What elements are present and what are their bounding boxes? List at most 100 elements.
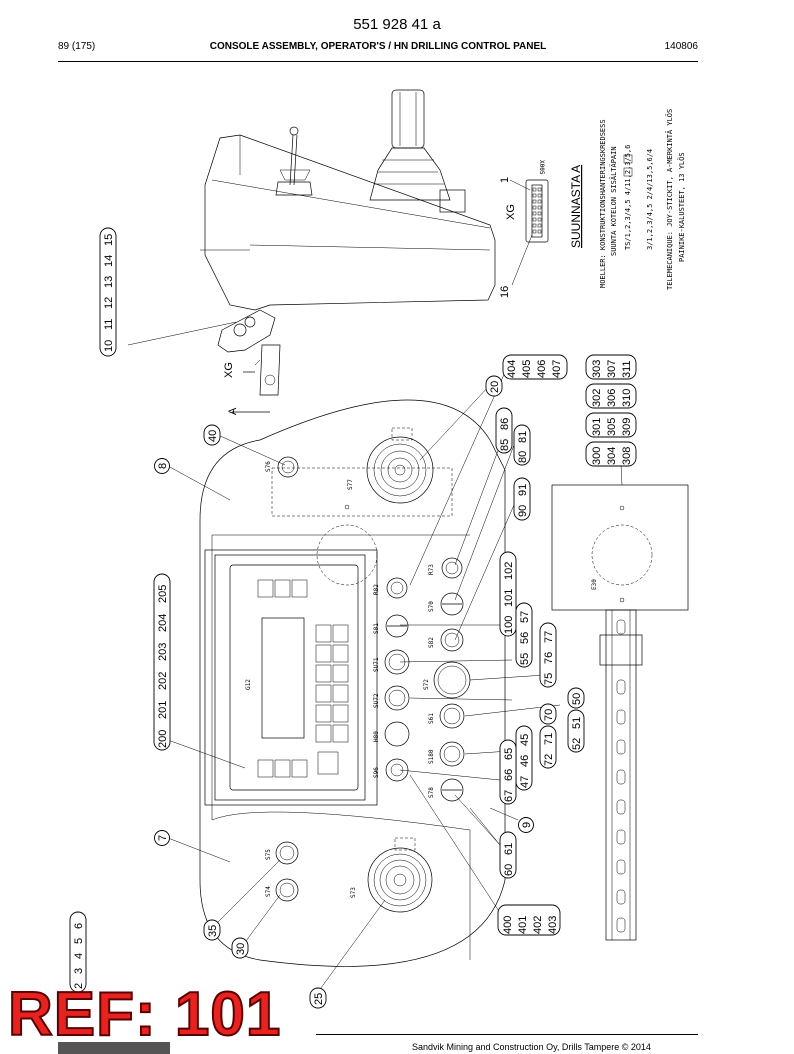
svg-text:15: 15	[103, 234, 115, 246]
svg-text:56: 56	[519, 632, 531, 644]
pin-16-label: 16	[499, 286, 511, 298]
svg-text:405: 405	[521, 360, 533, 378]
callout-30: 30	[231, 937, 249, 959]
r82-label: R82	[373, 584, 380, 595]
view-direction-label: SUUNNASTA A	[569, 165, 583, 248]
svg-text:7: 7	[157, 835, 169, 841]
svg-text:72: 72	[543, 754, 555, 766]
svg-text:70: 70	[543, 709, 555, 721]
xg-label-left: XG	[223, 362, 235, 378]
callout-90-91: 90 91	[513, 477, 531, 521]
page-title: CONSOLE ASSEMBLY, OPERATOR'S / HN DRILLI…	[209, 41, 547, 52]
callout-301-309: 301 305 309	[585, 412, 637, 438]
callout-40: 40	[203, 424, 221, 446]
callout-100-102: 100 101 102	[499, 551, 517, 637]
svg-text:406: 406	[536, 360, 548, 378]
svg-text:301: 301	[591, 418, 603, 436]
svg-text:102: 102	[503, 562, 515, 580]
view-a-label-left: A	[227, 407, 239, 415]
svg-text:55: 55	[519, 653, 531, 665]
svg-text:52: 52	[571, 738, 583, 750]
callout-80-81: 80 81	[513, 424, 531, 466]
svg-text:404: 404	[506, 360, 518, 378]
callout-8: 8	[154, 458, 170, 474]
svg-text:200: 200	[157, 730, 169, 748]
pin-1-label: 1	[499, 177, 511, 183]
s82-label: S82	[428, 637, 435, 648]
callout-67-65: 67 66 65	[499, 739, 517, 805]
svg-text:51: 51	[571, 717, 583, 729]
s76-label: S76	[265, 461, 272, 472]
note-line-7: PAINIKE-KALUSTEET, 13 YLÖS	[677, 152, 686, 262]
r73-label: R73	[428, 564, 435, 575]
callouts: 10 11 12 13 14 15 8 40 20 404 405 406 40…	[69, 227, 637, 1009]
callout-47-45: 47 46 45	[515, 725, 533, 791]
callout-60-61: 60 61	[499, 831, 517, 879]
callout-10-15: 10 11 12 13 14 15	[99, 227, 117, 357]
document-date: 140806	[664, 41, 698, 52]
s74-label: S74	[265, 886, 272, 897]
callout-35: 35	[203, 919, 221, 941]
svg-text:71: 71	[543, 733, 555, 745]
s96-label: S96	[373, 767, 380, 778]
svg-text:76: 76	[543, 652, 555, 664]
svg-text:305: 305	[606, 418, 618, 436]
s75-label: S75	[265, 849, 272, 860]
svg-text:30: 30	[235, 943, 247, 955]
notes-block: MOELLER: KONSTRUKTIONSHANTERINGSKREDSESS…	[599, 109, 686, 290]
lamp-e30-and-rail: E30	[551, 484, 689, 941]
svg-text:304: 304	[606, 447, 618, 465]
svg-text:300: 300	[591, 447, 603, 465]
callout-75-77: 75 76 77	[539, 622, 557, 688]
s78-label: S78	[428, 787, 435, 798]
svg-text:402: 402	[532, 916, 544, 934]
header-row: 89 (175) CONSOLE ASSEMBLY, OPERATOR'S / …	[58, 41, 698, 55]
note-line-2: SUUNTA KOTELON SISÄLTÄPAIN	[609, 146, 618, 256]
s180-label: S180	[428, 749, 435, 764]
callout-55-57: 55 56 57	[515, 602, 533, 668]
svg-text:57: 57	[519, 611, 531, 623]
drilling-control-panel: G12 S77 S76 R82 R73 S81 S70	[199, 399, 506, 967]
connector-detail-view: 1 16 XG X005 SUUNNASTA A	[499, 160, 583, 298]
callout-20: 20	[485, 375, 503, 397]
su71-label: SU71	[373, 657, 380, 672]
joystick-console-side-view: XG A	[200, 89, 496, 415]
leader-lines	[127, 321, 623, 993]
svg-text:308: 308	[621, 447, 633, 465]
callout-200-205: 200 201 202 203 204 205	[153, 573, 171, 751]
svg-text:61: 61	[503, 843, 515, 855]
e30-label: E30	[591, 579, 598, 590]
h80-label: H80	[373, 731, 380, 742]
svg-text:302: 302	[591, 389, 603, 407]
s77-label: S77	[347, 479, 354, 490]
footer-rule	[316, 1034, 698, 1035]
svg-text:6: 6	[73, 923, 85, 929]
svg-text:8: 8	[157, 463, 169, 469]
svg-text:86: 86	[499, 418, 511, 430]
s72-label: S72	[423, 679, 430, 690]
svg-text:403: 403	[547, 916, 559, 934]
note-line-5: 3/1,2,3/4,5 2/4/13,5,6/4	[646, 149, 654, 250]
svg-text:309: 309	[621, 418, 633, 436]
svg-text:9: 9	[521, 822, 533, 828]
svg-text:75: 75	[543, 673, 555, 685]
svg-text:306: 306	[606, 389, 618, 407]
s70-label: S70	[428, 601, 435, 612]
ref-stamp: REF: 101	[7, 980, 282, 1049]
connector-code: X005	[538, 160, 545, 175]
svg-text:407: 407	[551, 360, 563, 378]
g12-label: G12	[245, 679, 252, 690]
svg-text:205: 205	[157, 585, 169, 603]
svg-text:10: 10	[103, 340, 115, 352]
su72-label: SU72	[373, 693, 380, 708]
page-number: 89 (175)	[58, 41, 96, 52]
svg-text:401: 401	[517, 916, 529, 934]
note-line-6: TELEMECANIQUE: JOY-STICKIT, A-MERKINTÄ Y…	[665, 109, 674, 290]
document-code: 551 928 41 a	[353, 16, 441, 33]
svg-text:35: 35	[207, 925, 219, 937]
svg-text:60: 60	[503, 864, 515, 876]
svg-text:85: 85	[499, 439, 511, 451]
callout-300-308: 300 304 308	[585, 441, 637, 467]
svg-text:400: 400	[502, 916, 514, 934]
svg-text:80: 80	[517, 451, 529, 463]
